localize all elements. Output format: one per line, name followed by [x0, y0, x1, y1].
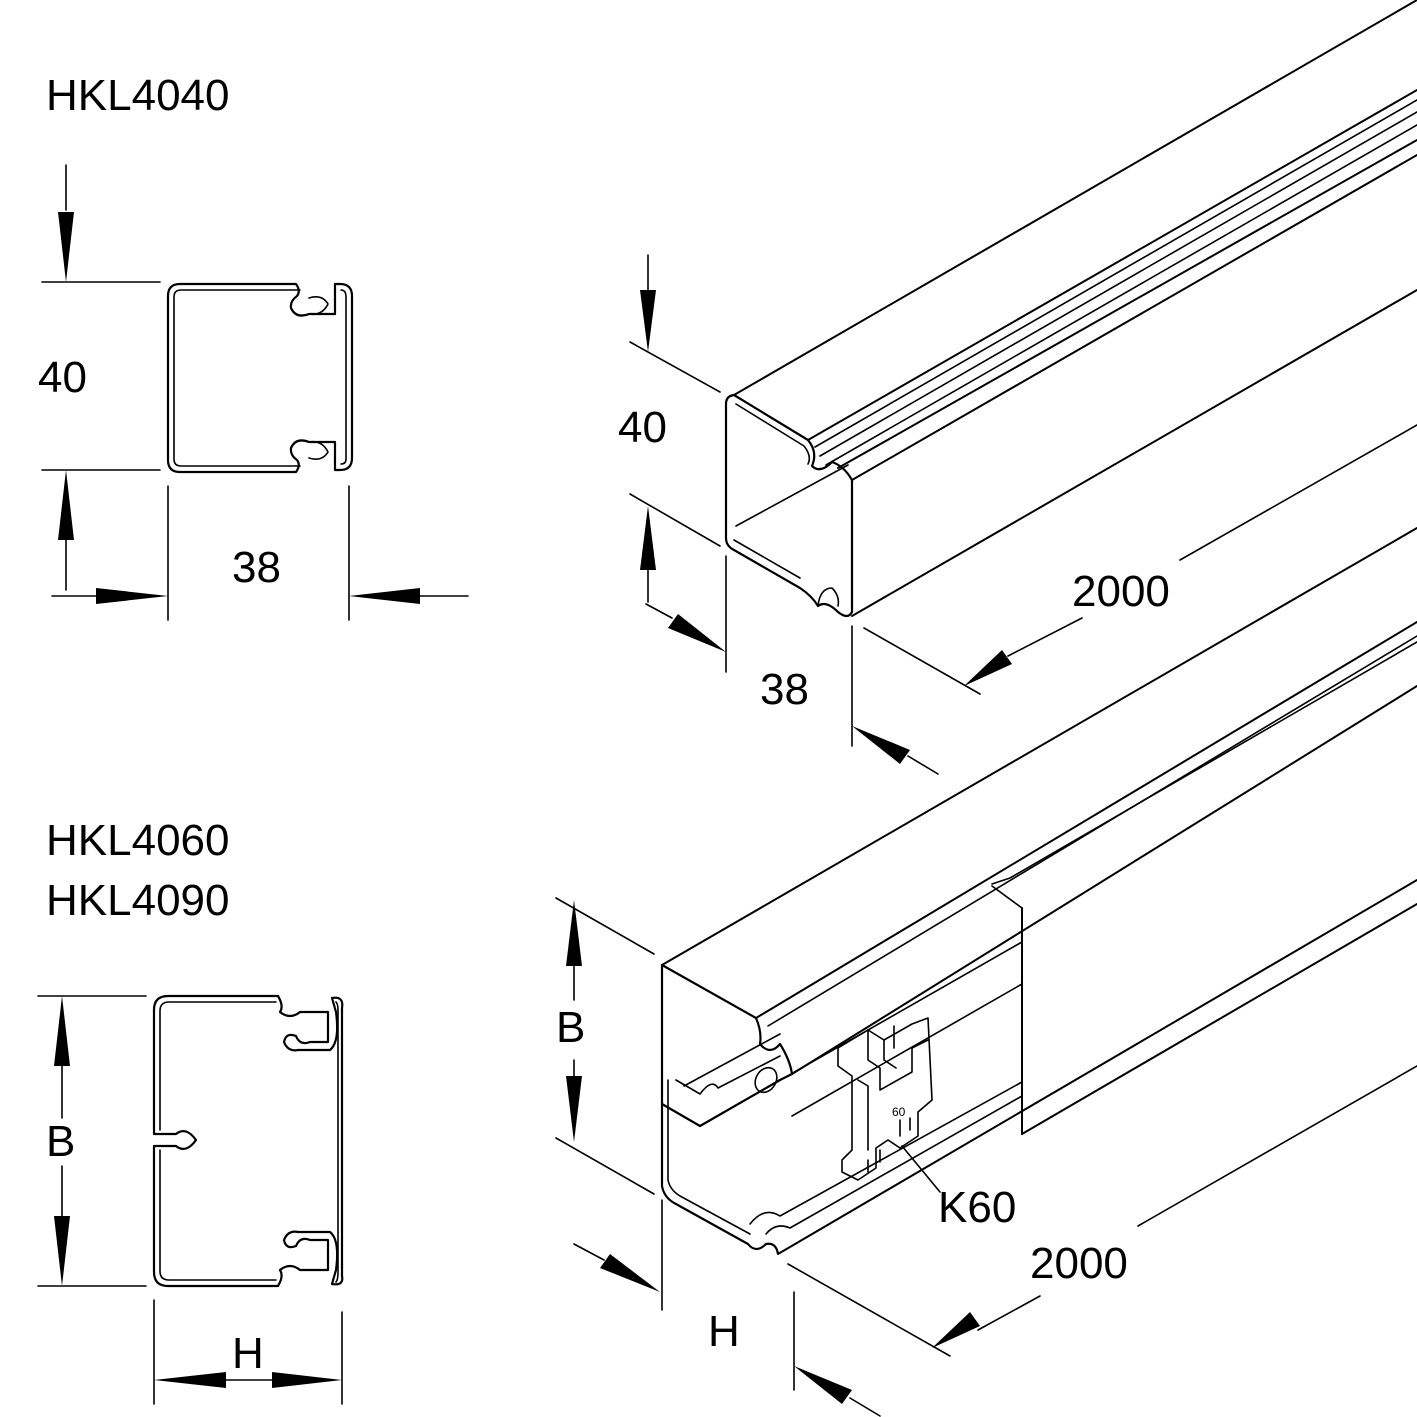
- dim-2000-top-label: 2000: [1072, 567, 1170, 616]
- model-label-hkl4090: HKL4090: [46, 876, 229, 925]
- dimension-width-38-section: 38: [51, 485, 469, 621]
- model-label-hkl4060: HKL4060: [46, 816, 229, 865]
- k60-stamp: 60: [892, 1105, 906, 1119]
- dim-H-iso-label: H: [708, 1307, 740, 1356]
- dim-B-iso-label: B: [556, 1003, 585, 1052]
- isometric-view-hkl4060-4090: [660, 527, 1417, 1255]
- dimension-length-2000-top: 2000: [863, 424, 1417, 695]
- dimension-H-iso: H: [573, 1199, 881, 1417]
- dimension-width-38-iso: 38: [645, 555, 939, 775]
- dimension-H-section: H: [153, 1299, 343, 1405]
- k60-label: K60: [938, 1183, 1016, 1232]
- dimension-B-iso: B: [555, 897, 655, 1195]
- model-label-hkl4040: HKL4040: [46, 71, 229, 120]
- dim-40-iso-label: 40: [618, 403, 667, 452]
- dimension-height-40-section: 40: [38, 164, 161, 591]
- dim-40-label: 40: [38, 353, 87, 402]
- dimension-length-2000-bottom: 2000: [787, 1065, 1417, 1357]
- dim-H-label: H: [232, 1329, 264, 1378]
- section-view-hkl4060-4090: [152, 994, 344, 1288]
- k60-clip: 60 K60: [837, 1017, 1016, 1232]
- dimension-height-40-iso: 40: [618, 254, 721, 603]
- dim-38-iso-label: 38: [760, 665, 809, 714]
- dimension-B-section: B: [37, 995, 147, 1287]
- section-view-hkl4040: [166, 282, 354, 474]
- dim-38-label: 38: [232, 543, 281, 592]
- dim-B-label: B: [46, 1117, 75, 1166]
- isometric-view-hkl4040: [724, 0, 1417, 618]
- dim-2000-bottom-label: 2000: [1030, 1239, 1128, 1288]
